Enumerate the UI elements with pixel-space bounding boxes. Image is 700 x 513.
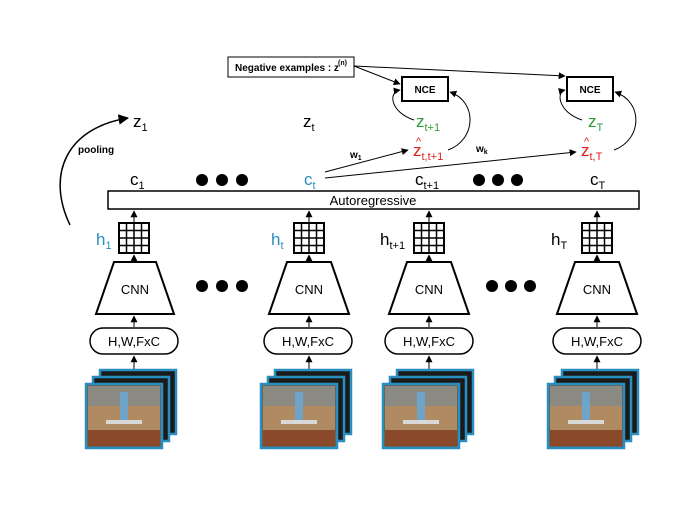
h1-label: h1 — [96, 230, 112, 252]
nce-box-2 — [566, 76, 614, 102]
dot — [473, 174, 485, 186]
dot — [216, 174, 228, 186]
zt1-to-nce-arrow — [392, 87, 415, 121]
dot — [486, 280, 498, 292]
zt1-target-label: zt+1 — [416, 112, 440, 134]
w1-label: w1 — [349, 150, 362, 162]
grid-icon — [293, 222, 325, 254]
cT-label: cT — [590, 170, 606, 192]
cnn-label-2: CNN — [295, 282, 323, 297]
dot — [216, 280, 228, 292]
ct1-label: ct+1 — [415, 170, 439, 192]
zhat-T-to-nce-arrow — [613, 90, 637, 151]
wk-label: wk — [475, 144, 488, 156]
zT-to-nce-arrow — [558, 87, 583, 121]
cnn-label-1: CNN — [121, 282, 149, 297]
video-frames-4 — [546, 368, 640, 450]
dot — [492, 174, 504, 186]
autoregressive-label: Autoregressive — [330, 193, 417, 208]
video-frames-1 — [84, 368, 178, 450]
dot — [524, 280, 536, 292]
zt-label: zt — [303, 112, 315, 134]
wk-arrow — [324, 149, 577, 179]
neg-to-nce1-arrow — [353, 65, 401, 85]
dot — [196, 280, 208, 292]
cnn-block-1 — [94, 261, 176, 315]
autoregressive-bar — [107, 190, 640, 210]
dot — [196, 174, 208, 186]
input-shape-box-4 — [552, 327, 642, 355]
zT-target-label: zT — [588, 112, 604, 134]
ht-label: ht — [271, 230, 284, 252]
input-shape-label-2: H,W,FxC — [282, 334, 334, 349]
cnn-block-3 — [387, 261, 471, 315]
dot — [236, 174, 248, 186]
input-shape-box-3 — [384, 327, 474, 355]
input-shape-label-1: H,W,FxC — [108, 334, 160, 349]
zhat-t1-hat: ^ — [416, 136, 422, 148]
dot — [505, 280, 517, 292]
negative-examples-label: Negative examples : z — [235, 63, 339, 74]
input-shape-label-3: H,W,FxC — [403, 334, 455, 349]
grid-icon — [118, 222, 150, 254]
negative-examples-superscript: (n) — [338, 60, 347, 67]
grid-icon — [413, 222, 445, 254]
cnn-block-4 — [555, 261, 639, 315]
input-shape-label-4: H,W,FxC — [571, 334, 623, 349]
negative-examples-box — [227, 56, 355, 78]
hT-label: hT — [551, 230, 567, 252]
nce-label-1: NCE — [414, 85, 435, 96]
video-frames-3 — [381, 368, 475, 450]
dot — [236, 280, 248, 292]
zhat-t1-to-nce-arrow — [447, 90, 471, 151]
neg-to-nce2-arrow — [353, 65, 566, 80]
cnn-label-3: CNN — [415, 282, 443, 297]
c1-label: c1 — [130, 170, 145, 192]
dot — [511, 174, 523, 186]
nce-box-1 — [401, 76, 449, 102]
grid-icon — [581, 222, 613, 254]
zhat-T-label: zt,T — [581, 141, 603, 163]
input-shape-box-1 — [89, 327, 179, 355]
pooling-label: pooling — [78, 145, 114, 156]
video-frames-2 — [259, 368, 353, 450]
zhat-t1-label: zt,t+1 — [413, 141, 443, 163]
z1-label: z1 — [133, 112, 148, 134]
ct-label: ct — [304, 170, 316, 192]
w1-arrow — [324, 148, 409, 173]
pooling-arrow — [59, 114, 130, 226]
cnn-label-4: CNN — [583, 282, 611, 297]
input-shape-box-2 — [263, 327, 353, 355]
zhat-T-hat: ^ — [584, 136, 590, 148]
cnn-block-2 — [267, 261, 351, 315]
nce-label-2: NCE — [579, 85, 600, 96]
ht1-label: ht+1 — [380, 230, 405, 252]
